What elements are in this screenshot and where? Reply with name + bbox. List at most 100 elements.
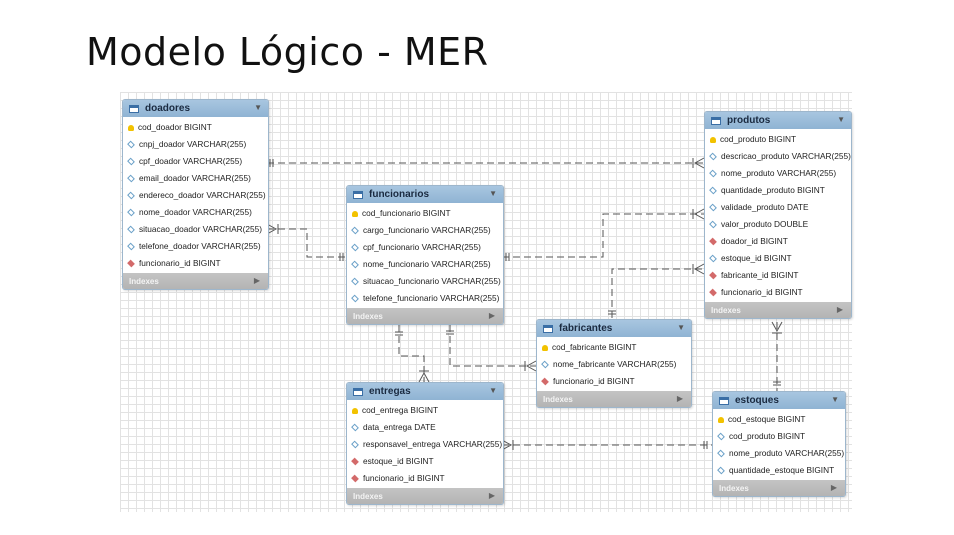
foreign-key-icon (709, 271, 717, 280)
table-name: entregas (369, 386, 411, 397)
column-row[interactable]: quantidade_estoque BIGINT (713, 462, 845, 479)
column-row[interactable]: cod_produto BIGINT (713, 428, 845, 445)
column-label: funcionario_id BIGINT (139, 258, 221, 268)
column-icon (127, 191, 135, 200)
expand-icon[interactable]: ▶ (253, 276, 260, 285)
foreign-key-icon (709, 288, 717, 297)
rel-doadores-funcionarios (266, 223, 346, 261)
expand-icon[interactable]: ▶ (836, 305, 843, 314)
column-row[interactable]: endereco_doador VARCHAR(255) (123, 187, 268, 204)
column-row[interactable]: validade_produto DATE (705, 199, 851, 216)
column-row[interactable]: funcionario_id BIGINT (705, 284, 851, 301)
table-header[interactable]: fabricantes ▼ (537, 320, 691, 337)
column-icon (541, 360, 549, 369)
column-row[interactable]: funcionario_id BIGINT (347, 470, 503, 487)
indexes-section[interactable]: Indexes ▶ (347, 488, 503, 504)
table-header[interactable]: estoques ▼ (713, 392, 845, 409)
primary-key-icon (710, 136, 716, 143)
expand-icon[interactable]: ▶ (488, 311, 495, 320)
primary-key-icon (352, 210, 358, 217)
table-header[interactable]: entregas ▼ (347, 383, 503, 400)
column-row[interactable]: telefone_funcionario VARCHAR(255) (347, 290, 503, 307)
column-row[interactable]: cpf_doador VARCHAR(255) (123, 153, 268, 170)
column-row[interactable]: data_entrega DATE (347, 419, 503, 436)
column-icon (127, 242, 135, 251)
column-label: telefone_funcionario VARCHAR(255) (363, 293, 500, 303)
column-row[interactable]: cod_funcionario BIGINT (347, 205, 503, 222)
collapse-icon[interactable]: ▼ (677, 323, 685, 332)
column-row[interactable]: cargo_funcionario VARCHAR(255) (347, 222, 503, 239)
column-row[interactable]: responsavel_entrega VARCHAR(255) (347, 436, 503, 453)
column-row[interactable]: funcionario_id BIGINT (537, 373, 691, 390)
column-row[interactable]: fabricante_id BIGINT (705, 267, 851, 284)
slide-title: Modelo Lógico - MER (86, 30, 489, 74)
primary-key-icon (128, 124, 134, 131)
table-name: produtos (727, 115, 771, 126)
column-icon (709, 186, 717, 195)
column-label: doador_id BIGINT (721, 236, 788, 246)
table-icon (129, 104, 139, 113)
expand-icon[interactable]: ▶ (676, 394, 683, 403)
column-row[interactable]: cnpj_doador VARCHAR(255) (123, 136, 268, 153)
indexes-section[interactable]: Indexes ▶ (123, 273, 268, 289)
rel-entregas-estoques (501, 439, 712, 451)
column-icon (709, 203, 717, 212)
indexes-label: Indexes (353, 311, 383, 321)
column-row[interactable]: nome_produto VARCHAR(255) (705, 165, 851, 182)
indexes-section[interactable]: Indexes ▶ (537, 391, 691, 407)
column-label: quantidade_estoque BIGINT (729, 465, 835, 475)
column-icon (127, 208, 135, 217)
column-row[interactable]: cod_entrega BIGINT (347, 402, 503, 419)
collapse-icon[interactable]: ▼ (254, 103, 262, 112)
indexes-section[interactable]: Indexes ▶ (713, 480, 845, 496)
column-row[interactable]: nome_funcionario VARCHAR(255) (347, 256, 503, 273)
column-row[interactable]: funcionario_id BIGINT (123, 255, 268, 272)
table-header[interactable]: produtos ▼ (705, 112, 851, 129)
table-name: fabricantes (559, 323, 613, 334)
expand-icon[interactable]: ▶ (830, 483, 837, 492)
table-header[interactable]: funcionarios ▼ (347, 186, 503, 203)
indexes-section[interactable]: Indexes ▶ (705, 302, 851, 318)
collapse-icon[interactable]: ▼ (837, 115, 845, 124)
column-row[interactable]: nome_doador VARCHAR(255) (123, 204, 268, 221)
column-row[interactable]: estoque_id BIGINT (705, 250, 851, 267)
column-label: cod_funcionario BIGINT (362, 208, 451, 218)
column-row[interactable]: telefone_doador VARCHAR(255) (123, 238, 268, 255)
column-label: quantidade_produto BIGINT (721, 185, 825, 195)
column-row[interactable]: nome_produto VARCHAR(255) (713, 445, 845, 462)
table-name: estoques (735, 395, 779, 406)
column-row[interactable]: valor_produto DOUBLE (705, 216, 851, 233)
column-row[interactable]: email_doador VARCHAR(255) (123, 170, 268, 187)
column-row[interactable]: nome_fabricante VARCHAR(255) (537, 356, 691, 373)
rel-funcionarios-fabricantes (446, 325, 537, 372)
foreign-key-icon (709, 237, 717, 246)
table-header[interactable]: doadores ▼ (123, 100, 268, 117)
column-row[interactable]: quantidade_produto BIGINT (705, 182, 851, 199)
column-icon (351, 440, 359, 449)
collapse-icon[interactable]: ▼ (489, 386, 497, 395)
column-row[interactable]: descricao_produto VARCHAR(255) (705, 148, 851, 165)
expand-icon[interactable]: ▶ (488, 491, 495, 500)
column-row[interactable]: cod_produto BIGINT (705, 131, 851, 148)
collapse-icon[interactable]: ▼ (489, 189, 497, 198)
column-label: email_doador VARCHAR(255) (139, 173, 251, 183)
collapse-icon[interactable]: ▼ (831, 395, 839, 404)
column-row[interactable]: doador_id BIGINT (705, 233, 851, 250)
column-row[interactable]: estoque_id BIGINT (347, 453, 503, 470)
column-row[interactable]: cod_fabricante BIGINT (537, 339, 691, 356)
column-row[interactable]: cod_estoque BIGINT (713, 411, 845, 428)
indexes-section[interactable]: Indexes ▶ (347, 308, 503, 324)
column-row[interactable]: situacao_funcionario VARCHAR(255) (347, 273, 503, 290)
table-funcionarios[interactable]: funcionarios ▼ cod_funcionario BIGINT car… (346, 185, 504, 325)
column-row[interactable]: situacao_doador VARCHAR(255) (123, 221, 268, 238)
column-row[interactable]: cod_doador BIGINT (123, 119, 268, 136)
column-label: telefone_doador VARCHAR(255) (139, 241, 261, 251)
column-row[interactable]: cpf_funcionario VARCHAR(255) (347, 239, 503, 256)
column-icon (351, 260, 359, 269)
